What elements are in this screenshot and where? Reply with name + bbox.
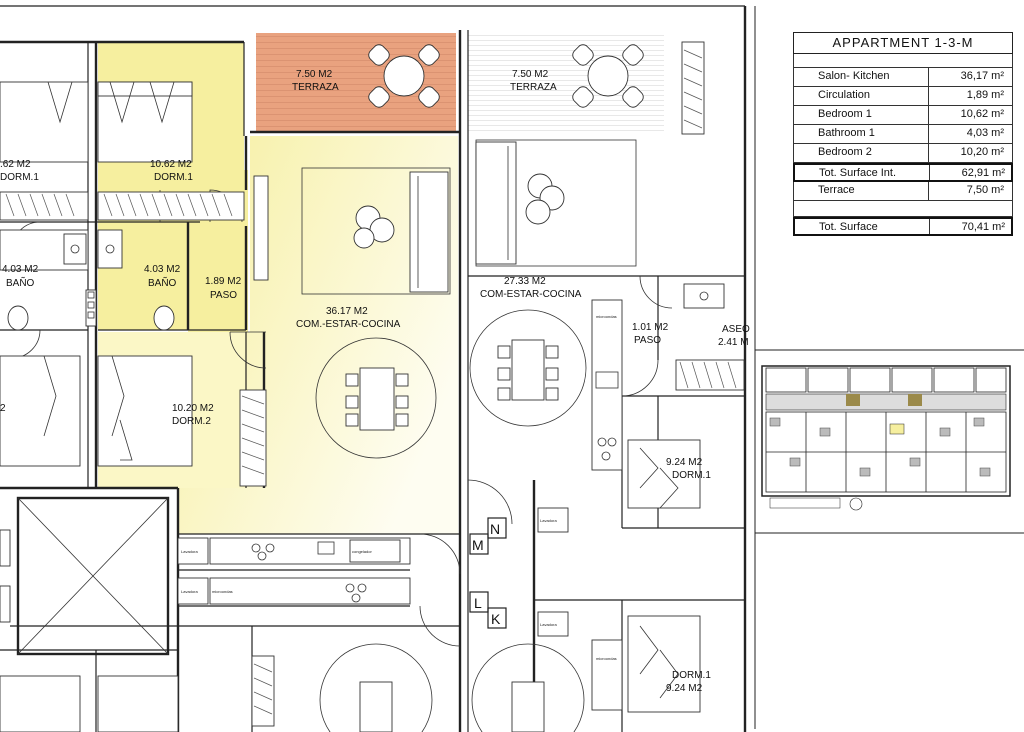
dorm-edge-name: DORM.1 xyxy=(0,172,39,183)
sheet-frame xyxy=(754,6,1024,729)
table-spacer xyxy=(793,54,1013,68)
table-row-total: Tot. Surface 70,41 m² xyxy=(793,217,1013,236)
row-value: 36,17 m² xyxy=(960,70,1004,82)
aseo-right-area: 2.41 M xyxy=(718,337,749,348)
apartment-letters: M N L K xyxy=(469,517,507,629)
appliance-label: Lavadora xyxy=(540,622,557,627)
living-furniture xyxy=(253,139,637,295)
com-right-name: COM-ESTAR-COCINA xyxy=(480,289,582,300)
bano-edge-name: BAÑO xyxy=(6,276,35,289)
row-value: 10,62 m² xyxy=(960,108,1004,120)
row-label: Tot. Surface xyxy=(819,221,878,233)
paso-area: 1.89 M2 xyxy=(205,276,242,287)
bathroom-fixtures xyxy=(0,229,725,331)
row-value: 7,50 m² xyxy=(966,184,1004,196)
dorm-edge-area: .62 M2 xyxy=(0,159,31,170)
com-right-area: 27.33 M2 xyxy=(504,276,546,287)
table-row: Salon- Kitchen 36,17 m² xyxy=(793,68,1013,87)
dorm2-edge-area: 2 xyxy=(0,403,6,414)
bano-area: 4.03 M2 xyxy=(144,264,181,275)
dorm2-area: 10.20 M2 xyxy=(172,403,214,414)
dining-tables xyxy=(315,309,587,732)
table-row: Terrace 7,50 m² xyxy=(793,182,1013,201)
bano-name: BAÑO xyxy=(148,276,177,289)
appliance-label: Lavadora xyxy=(181,589,198,594)
dorm-right-b-name: DORM.1 xyxy=(672,670,711,681)
beds xyxy=(0,81,701,732)
surface-table: APPARTMENT 1-3-M Salon- Kitchen 36,17 m²… xyxy=(793,32,1013,238)
apt-letter-l: L xyxy=(474,595,482,611)
appliance-labels: Lavadora Lavadora microondas congelador … xyxy=(181,314,617,661)
key-plan-thumbnail xyxy=(761,365,1011,511)
apt-letter-k: K xyxy=(491,611,501,627)
kitchens xyxy=(0,299,623,711)
dorm2-name: DORM.2 xyxy=(172,416,211,427)
wardrobes xyxy=(0,41,745,727)
row-label: Salon- Kitchen xyxy=(818,70,890,82)
appliance-label: microondas xyxy=(212,589,233,594)
table-row: Bedroom 1 10,62 m² xyxy=(793,106,1013,125)
row-value: 1,89 m² xyxy=(966,89,1004,101)
dorm-left-area: 10.62 M2 xyxy=(150,159,192,170)
appliance-label: microondas xyxy=(596,314,617,319)
surface-table-title: APPARTMENT 1-3-M xyxy=(793,32,1013,54)
salon-area: 36.17 M2 xyxy=(326,306,368,317)
appliance-label: Lavadora xyxy=(181,549,198,554)
table-row: Bedroom 2 10,20 m² xyxy=(793,144,1013,163)
apt-letter-m: M xyxy=(472,537,484,553)
row-label: Bedroom 2 xyxy=(818,146,872,158)
row-value: 10,20 m² xyxy=(960,146,1004,158)
table-spacer xyxy=(793,201,1013,217)
room-labels: 7.50 M2 TERRAZA 7.50 M2 TERRAZA 10.62 M2… xyxy=(0,69,750,694)
appliance-label: congelador xyxy=(352,549,372,554)
dorm-left-name: DORM.1 xyxy=(154,172,193,183)
table-row-total-interior: Tot. Surface Int. 62,91 m² xyxy=(793,163,1013,182)
salon-name: COM.-ESTAR-COCINA xyxy=(296,319,401,330)
aseo-right-name: ASEO xyxy=(722,324,750,335)
row-value: 70,41 m² xyxy=(961,221,1005,233)
terraza-a-name: TERRAZA xyxy=(292,82,339,93)
paso-right-name: PASO xyxy=(634,335,661,346)
row-label: Circulation xyxy=(818,89,870,101)
dorm-right-area: 9.24 M2 xyxy=(666,457,703,468)
appliance-label: Lavadora xyxy=(540,518,557,523)
terraza-a-area: 7.50 M2 xyxy=(296,69,333,80)
row-label: Bedroom 1 xyxy=(818,108,872,120)
terraza-b-name: TERRAZA xyxy=(510,82,557,93)
row-value: 4,03 m² xyxy=(966,127,1004,139)
paso-name: PASO xyxy=(210,290,237,301)
stair-core xyxy=(16,289,170,656)
row-label: Terrace xyxy=(818,184,855,196)
row-label: Tot. Surface Int. xyxy=(819,167,897,179)
dorm-right-name: DORM.1 xyxy=(672,470,711,481)
apt-letter-n: N xyxy=(490,521,500,537)
table-row: Bathroom 1 4,03 m² xyxy=(793,125,1013,144)
terraza-b-area: 7.50 M2 xyxy=(512,69,549,80)
paso-right-area: 1.01 M2 xyxy=(632,322,669,333)
row-label: Bathroom 1 xyxy=(818,127,875,139)
appliance-label: microondas xyxy=(596,656,617,661)
bano-edge-area: 4.03 M2 xyxy=(2,264,39,275)
row-value: 62,91 m² xyxy=(961,167,1005,179)
terrace-furniture xyxy=(368,44,644,108)
dorm-right-b-area: 9.24 M2 xyxy=(666,683,703,694)
table-row: Circulation 1,89 m² xyxy=(793,87,1013,106)
